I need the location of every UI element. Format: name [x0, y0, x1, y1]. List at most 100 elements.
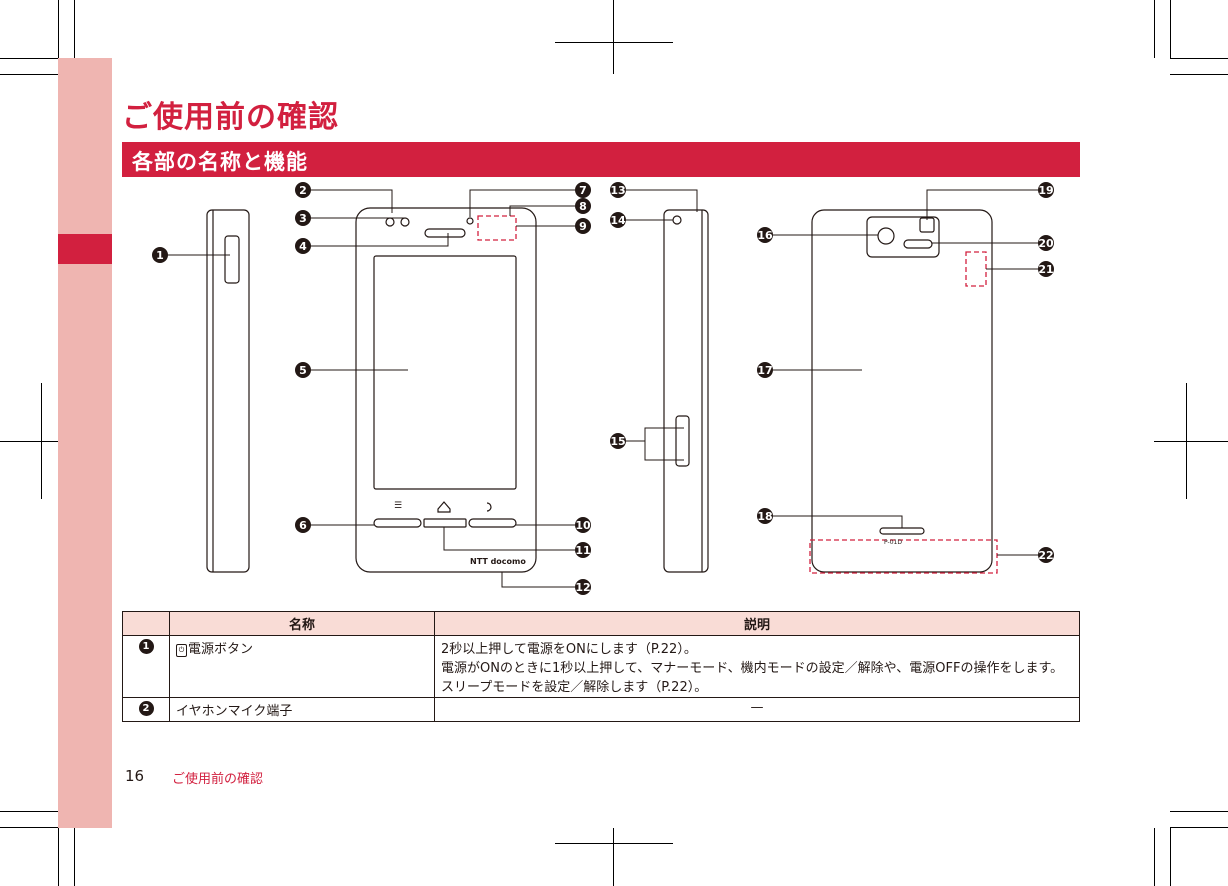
callout-label: 1	[156, 249, 164, 262]
callout-label: 8	[579, 200, 587, 213]
row-name: ⏻電源ボタン	[169, 635, 435, 698]
callout-label: 22	[1038, 549, 1053, 562]
crop-mark	[0, 827, 58, 828]
crop-mark	[613, 828, 614, 886]
crop-mark	[1170, 827, 1228, 828]
crop-mark	[58, 828, 59, 886]
callout-2: 2	[295, 182, 311, 198]
callout-22: 22	[1038, 547, 1054, 563]
callout-label: 4	[299, 240, 307, 253]
volume-key	[675, 415, 690, 467]
crop-mark	[0, 58, 58, 59]
phone-right-side	[663, 209, 709, 573]
crop-mark	[613, 0, 614, 74]
light-sensor	[400, 217, 410, 227]
crop-mark	[1154, 441, 1228, 442]
callout-21: 21	[1038, 261, 1054, 277]
rear-camera	[877, 227, 895, 245]
number-badge: 2	[138, 701, 154, 716]
callout-label: 6	[299, 519, 307, 532]
crop-mark	[1154, 0, 1155, 58]
front-camera	[466, 217, 474, 225]
header-num	[122, 611, 170, 636]
crop-mark	[1154, 828, 1155, 886]
callout-label: 12	[575, 581, 590, 594]
callout-label: 9	[579, 220, 587, 233]
table-row: 1 ⏻電源ボタン 2秒以上押して電源をONにします（P.22）。 電源がONのと…	[122, 635, 1080, 698]
desc-line: 電源がONのときに1秒以上押して、マナーモード、機内モードの設定／解除や、電源O…	[441, 661, 1064, 676]
crop-mark	[74, 0, 75, 58]
crop-mark	[41, 383, 42, 499]
back-speaker-slot	[879, 527, 925, 535]
callout-label: 5	[299, 364, 307, 377]
proximity-sensor	[385, 217, 395, 227]
footer-section-title: ご使用前の確認	[172, 772, 264, 787]
header-desc: 説明	[434, 611, 1080, 636]
callout-13: 13	[610, 182, 626, 198]
callout-12: 12	[575, 579, 591, 595]
desc-line: スリープモードを設定／解除します（P.22）。	[441, 680, 708, 695]
callout-20: 20	[1038, 235, 1054, 251]
table-header-row: 名称 説明	[122, 611, 1080, 636]
crop-mark	[0, 811, 58, 812]
callout-label: 17	[757, 364, 772, 377]
section-title: 各部の名称と機能	[132, 150, 308, 174]
phone-front	[355, 207, 537, 573]
row-num: 1	[122, 635, 170, 698]
side-index-band	[58, 58, 112, 828]
brand-logo: NTT docomo	[470, 557, 526, 566]
callout-16: 16	[757, 227, 773, 243]
table-row: 2 イヤホンマイク端子 —	[122, 697, 1080, 722]
speaker	[903, 239, 933, 249]
back-key	[468, 518, 517, 528]
callout-8: 8	[575, 198, 591, 214]
crop-mark	[58, 0, 59, 58]
callout-17: 17	[757, 362, 773, 378]
callout-11: 11	[575, 542, 591, 558]
display	[373, 255, 517, 490]
callout-18: 18	[757, 508, 773, 524]
callout-15: 15	[610, 433, 626, 449]
crop-mark	[0, 74, 58, 75]
callout-19: 19	[1038, 182, 1054, 198]
side-index-tab	[58, 234, 112, 264]
camera-module	[866, 216, 940, 258]
antenna-area-back	[965, 251, 987, 287]
earpiece	[424, 228, 466, 238]
crop-mark	[1170, 828, 1171, 886]
row-num: 2	[122, 697, 170, 722]
callout-label: 10	[575, 519, 591, 532]
callout-label: 21	[1038, 263, 1053, 276]
crop-mark	[555, 42, 673, 43]
crop-mark	[0, 441, 74, 442]
svg-text:☰: ☰	[394, 501, 402, 511]
phone-back	[811, 209, 993, 573]
callout-label: 14	[610, 214, 626, 227]
row-desc: 2秒以上押して電源をONにします（P.22）。 電源がONのときに1秒以上押して…	[434, 635, 1080, 698]
camera-light	[919, 217, 935, 233]
callout-10: 10	[575, 517, 591, 533]
number-badge: 1	[138, 639, 154, 654]
crop-mark	[1186, 383, 1187, 499]
section-header: 各部の名称と機能	[122, 142, 1080, 177]
chapter-title: ご使用前の確認	[122, 100, 339, 135]
crop-mark	[1170, 811, 1228, 812]
callout-3: 3	[295, 210, 311, 226]
callout-9: 9	[575, 218, 591, 234]
callout-4: 4	[295, 238, 311, 254]
crop-mark	[1170, 0, 1171, 58]
callout-label: 3	[299, 212, 307, 225]
callout-7: 7	[575, 182, 591, 198]
power-key-icon: ⏻	[176, 644, 187, 657]
callout-5: 5	[295, 362, 311, 378]
power-key	[224, 235, 240, 284]
row-desc: —	[434, 697, 1080, 722]
callout-label: 15	[610, 435, 625, 448]
row-name: イヤホンマイク端子	[169, 697, 435, 722]
crop-mark	[74, 828, 75, 886]
model-label: P-01D	[884, 539, 902, 546]
header-name: 名称	[169, 611, 435, 636]
crop-mark	[1170, 74, 1228, 75]
menu-key	[373, 518, 422, 528]
